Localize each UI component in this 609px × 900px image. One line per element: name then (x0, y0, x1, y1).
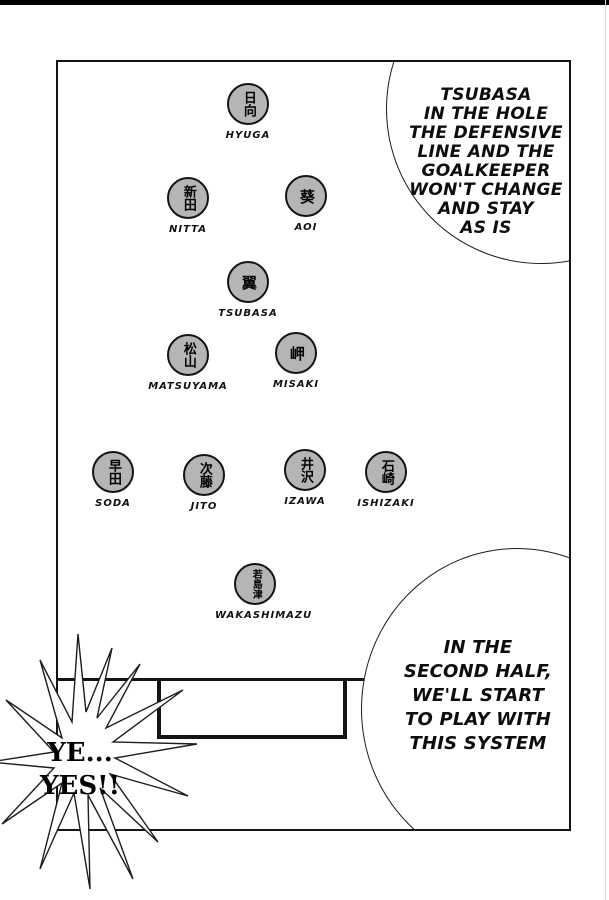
player-name-nitta: NITTA (169, 224, 207, 235)
player-kanji-aoi: 葵 (297, 188, 316, 204)
player-ishizaki: 石崎 ISHIZAKI (346, 451, 426, 509)
player-name-wakashimazu: WAKASHIMAZU (215, 610, 313, 621)
player-kanji-matsuyama: 松山 (180, 342, 196, 368)
speech-line: SECOND HALF, (403, 661, 553, 682)
player-name-izawa: IZAWA (284, 496, 326, 507)
speech-line: GOALKEEPER (421, 161, 551, 181)
player-name-matsuyama: MATSUYAMA (148, 381, 228, 392)
player-misaki: 岬 MISAKI (256, 332, 336, 390)
player-name-misaki: MISAKI (272, 379, 320, 390)
player-soda: 早田 SODA (73, 451, 153, 509)
speech-line: YES!! (40, 771, 120, 801)
player-name-jito: JITO (190, 501, 218, 512)
player-circle-tsubasa: 翼 (227, 261, 269, 303)
player-circle-nitta: 新田 (167, 177, 209, 219)
player-kanji-hyuga: 日向 (240, 91, 256, 117)
speech-line: WE'LL START (411, 685, 545, 706)
player-kanji-izawa: 井沢 (297, 457, 313, 483)
speech-line: TSUBASA (440, 85, 532, 105)
player-izawa: 井沢 IZAWA (265, 449, 345, 507)
player-jito: 次藤 JITO (164, 454, 244, 512)
player-name-aoi: AOI (294, 222, 318, 233)
player-circle-wakashimazu: 若島津 (234, 563, 276, 605)
player-circle-matsuyama: 松山 (167, 334, 209, 376)
player-kanji-wakashimazu: 若島津 (250, 569, 262, 599)
speech-text-bottom-right: IN THE SECOND HALF, WE'LL START TO PLAY WIT… (366, 636, 569, 756)
speech-line: WON'T CHANGE (409, 180, 563, 200)
player-name-soda: SODA (95, 498, 131, 509)
player-circle-hyuga: 日向 (227, 83, 269, 125)
speech-line: YE... (47, 738, 113, 768)
player-kanji-nitta: 新田 (180, 185, 196, 211)
speech-line: LINE AND THE (417, 142, 555, 162)
player-tsubasa: 翼 TSUBASA (208, 261, 288, 319)
player-kanji-jito: 次藤 (196, 462, 212, 488)
speech-line: AS IS (460, 218, 512, 238)
player-circle-misaki: 岬 (275, 332, 317, 374)
speech-line: THE DEFENSIVE (409, 123, 563, 143)
player-wakashimazu: 若島津 WAKASHIMAZU (215, 563, 313, 621)
player-name-ishizaki: ISHIZAKI (357, 498, 415, 509)
player-circle-ishizaki: 石崎 (365, 451, 407, 493)
player-kanji-misaki: 岬 (287, 345, 306, 361)
page-top-border (0, 0, 609, 5)
speech-line: TO PLAY WITH (405, 709, 551, 730)
speech-line: AND STAY (438, 199, 534, 219)
player-nitta: 新田 NITTA (148, 177, 228, 235)
burst-text: YE...YES!! (26, 737, 134, 803)
player-kanji-ishizaki: 石崎 (378, 459, 394, 485)
player-hyuga: 日向 HYUGA (208, 83, 288, 141)
player-circle-soda: 早田 (92, 451, 134, 493)
player-kanji-soda: 早田 (105, 459, 121, 485)
speech-line: THIS SYSTEM (409, 733, 547, 754)
scan-edge-line (605, 0, 606, 900)
player-circle-aoi: 葵 (285, 175, 327, 217)
goal-box (157, 678, 347, 739)
player-aoi: 葵 AOI (266, 175, 346, 233)
speech-line: IN THE HOLE (423, 104, 549, 124)
player-kanji-tsubasa: 翼 (239, 274, 258, 290)
player-matsuyama: 松山 MATSUYAMA (148, 334, 228, 392)
player-circle-jito: 次藤 (183, 454, 225, 496)
player-circle-izawa: 井沢 (284, 449, 326, 491)
speech-line: IN THE (443, 637, 513, 658)
player-name-hyuga: HYUGA (225, 130, 271, 141)
player-name-tsubasa: TSUBASA (218, 308, 278, 319)
